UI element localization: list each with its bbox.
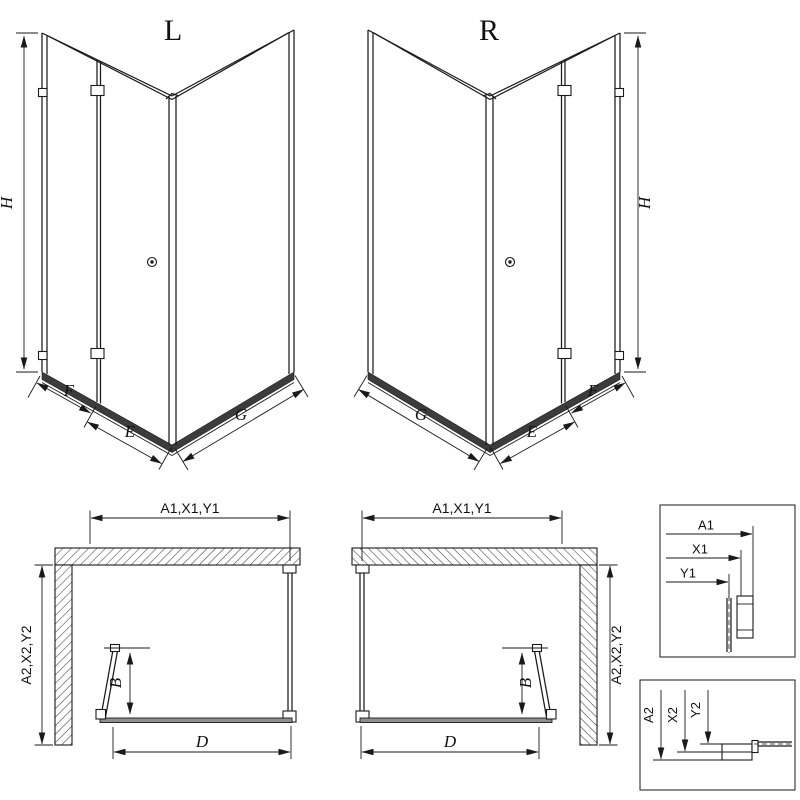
dim-label-depth-left: A2,X2,Y2 bbox=[18, 625, 34, 684]
plan-linework-left bbox=[35, 511, 301, 760]
dim-label-x1: X1 bbox=[692, 542, 708, 557]
detail-frame bbox=[659, 504, 796, 658]
iso-linework-left bbox=[16, 30, 308, 470]
dim-label-d-right: D bbox=[443, 732, 457, 751]
dim-label-x2: X2 bbox=[665, 707, 680, 723]
dim-label-f-left: F bbox=[63, 381, 75, 400]
dim-label-e-right: E bbox=[526, 422, 538, 441]
detail-box-depth: A2 X2 Y2 bbox=[639, 679, 796, 791]
plan-view-right: A1,X1,Y1 A2,X2,Y2 B D bbox=[352, 500, 624, 759]
wall-profile-section bbox=[736, 595, 754, 639]
dim-label-e-left: E bbox=[124, 422, 136, 441]
dim-label-g-left: G bbox=[235, 405, 247, 424]
dim-label-h-right: H bbox=[635, 195, 654, 210]
plan-linework-right bbox=[352, 511, 618, 760]
dim-label-f-right: F bbox=[587, 381, 599, 400]
dim-label-y2: Y2 bbox=[688, 702, 703, 718]
dim-label-a2: A2 bbox=[641, 707, 656, 723]
dim-label-b-left: B bbox=[106, 677, 125, 688]
plan-view-left: A1,X1,Y1 A2,X2,Y2 B D bbox=[18, 500, 300, 759]
view-label-left: L bbox=[164, 14, 182, 47]
detail-frame bbox=[639, 679, 796, 791]
detail-box-width: A1 X1 Y1 bbox=[659, 504, 796, 658]
iso-view-right: R H F E G bbox=[354, 14, 654, 470]
dim-label-b-right: B bbox=[516, 677, 535, 688]
glass-clamp bbox=[751, 739, 759, 754]
dim-label-y1: Y1 bbox=[680, 566, 696, 581]
dim-label-a1: A1 bbox=[698, 518, 714, 533]
dim-label-depth-right: A2,X2,Y2 bbox=[608, 625, 624, 684]
dim-label-width-left: A1,X1,Y1 bbox=[160, 500, 219, 516]
dim-label-width-right: A1,X1,Y1 bbox=[432, 500, 491, 516]
dim-label-d-left: D bbox=[195, 732, 209, 751]
view-label-right: R bbox=[479, 14, 499, 47]
iso-linework-right bbox=[354, 30, 646, 470]
dim-label-g-right: G bbox=[415, 405, 427, 424]
dim-label-h-left: H bbox=[0, 195, 16, 210]
iso-view-left: L H F E G bbox=[0, 14, 308, 470]
